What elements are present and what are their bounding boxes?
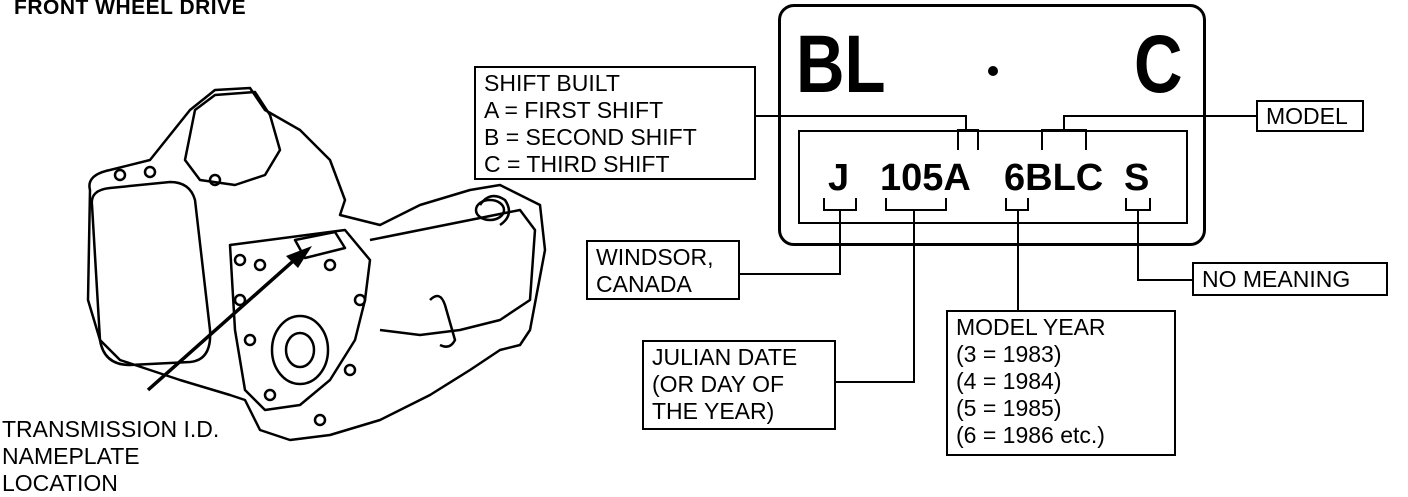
- windsor-line: WINDSOR,: [596, 244, 714, 270]
- shift-built-line: C = THIRD SHIFT: [484, 151, 670, 177]
- nameplate-location-label: TRANSMISSION I.D. NAMEPLATE LOCATION: [2, 416, 219, 497]
- location-line: TRANSMISSION I.D.: [2, 416, 220, 442]
- plate-big-code-right: C: [1134, 19, 1183, 110]
- shift-built-callout: SHIFT BUILT A = FIRST SHIFT B = SECOND S…: [474, 66, 756, 180]
- code-plant: J: [828, 157, 850, 199]
- model-year-line: MODEL YEAR: [956, 314, 1106, 340]
- plate-dot: [988, 66, 998, 76]
- model-year-line: (5 = 1985): [956, 395, 1062, 421]
- julian-line: JULIAN DATE: [652, 344, 798, 370]
- julian-date-callout: JULIAN DATE (OR DAY OF THE YEAR): [642, 340, 836, 430]
- shift-built-line: B = SECOND SHIFT: [484, 124, 697, 150]
- code-suffix: S: [1124, 157, 1150, 199]
- model-year-line: (4 = 1984): [956, 368, 1062, 394]
- windsor-line: CANADA: [596, 271, 692, 297]
- diagram-title: FRONT WHEEL DRIVE: [14, 0, 247, 19]
- location-line: LOCATION: [2, 470, 118, 496]
- plate-code-box: [798, 130, 1188, 224]
- no-meaning-callout: NO MEANING: [1192, 262, 1388, 296]
- nameplate-frame: [778, 4, 1206, 246]
- model-year-line: (3 = 1983): [956, 341, 1062, 367]
- shift-built-line: A = FIRST SHIFT: [484, 97, 664, 123]
- julian-line: THE YEAR): [652, 398, 775, 424]
- julian-line: (OR DAY OF: [652, 371, 785, 397]
- plate-big-code-left: BL: [796, 19, 886, 110]
- shift-built-line: SHIFT BUILT: [484, 70, 620, 96]
- code-year-model: 6BLC: [1004, 157, 1104, 199]
- location-line: NAMEPLATE: [2, 443, 140, 469]
- model-callout: MODEL: [1256, 100, 1364, 132]
- windsor-callout: WINDSOR, CANADA: [586, 240, 740, 300]
- model-year-line: (6 = 1986 etc.): [956, 422, 1105, 448]
- model-year-callout: MODEL YEAR (3 = 1983) (4 = 1984) (5 = 19…: [946, 310, 1176, 456]
- code-julian-shift: 105A: [880, 157, 971, 199]
